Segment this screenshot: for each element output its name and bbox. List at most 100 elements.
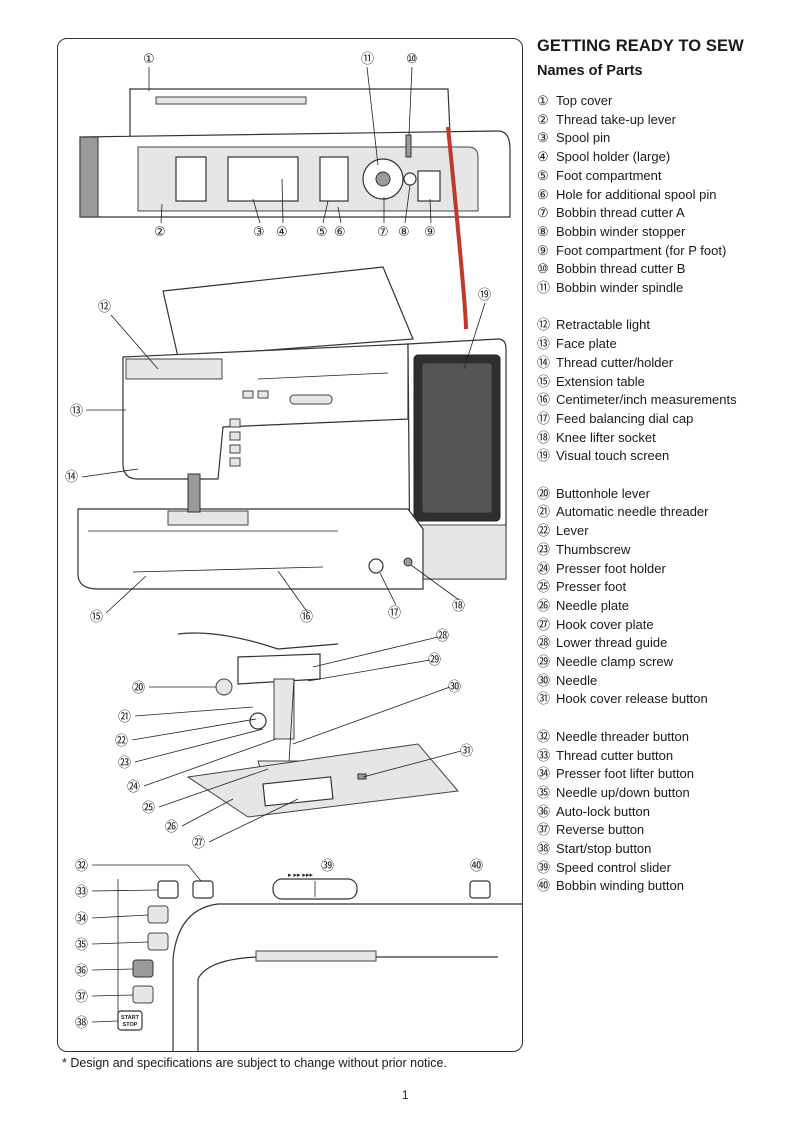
part-number: ㉒ xyxy=(537,523,551,539)
part-name: Bobbin thread cutter A xyxy=(556,205,685,221)
svg-text:㊵: ㊵ xyxy=(470,859,483,874)
part-name: Thread take-up lever xyxy=(556,111,676,127)
part-name: Needle plate xyxy=(556,597,629,613)
part-name: Bobbin winder stopper xyxy=(556,223,686,239)
part-number: ⑤ xyxy=(537,167,549,183)
part-name: Hook cover release button xyxy=(556,691,708,707)
page-title: GETTING READY TO SEW xyxy=(537,37,744,55)
disclaimer-note: * Design and specifications are subject … xyxy=(62,1056,447,1070)
part-number: ㉚ xyxy=(537,672,551,688)
part-number: ㉞ xyxy=(537,766,551,782)
part-number: ㊴ xyxy=(537,859,551,875)
svg-text:㉘: ㉘ xyxy=(436,629,449,644)
part-number: ㉟ xyxy=(537,784,551,800)
svg-text:㉒: ㉒ xyxy=(115,734,128,749)
part-name: Presser foot lifter button xyxy=(556,766,695,782)
list-item: ⑥ Hole for additional spool pin xyxy=(537,186,716,204)
part-name: Foot compartment (for P foot) xyxy=(556,242,727,258)
svg-text:⑥: ⑥ xyxy=(334,225,346,240)
part-number: ㉗ xyxy=(537,616,551,632)
part-number: ㉕ xyxy=(537,579,551,595)
part-name: Needle up/down button xyxy=(556,784,690,800)
part-number: ⑧ xyxy=(537,223,549,239)
svg-text:⑦: ⑦ xyxy=(377,225,389,240)
svg-text:①: ① xyxy=(143,52,155,67)
part-name: Thread cutter button xyxy=(556,747,674,763)
part-number: ㊲ xyxy=(537,822,551,838)
list-item: ㉝ Thread cutter button xyxy=(537,747,673,765)
part-number: ㊳ xyxy=(537,841,551,856)
part-name: Top cover xyxy=(556,93,613,108)
part-name: Extension table xyxy=(556,373,645,389)
part-name: Needle xyxy=(556,672,598,688)
front-view-figure xyxy=(77,126,507,590)
sewing-machine-illustration: ① ⑪ ⑩ ② ③ ④ ⑤ ⑥ ⑦ ⑧ ⑨ xyxy=(65,52,522,1051)
part-name: Presser foot xyxy=(556,579,627,595)
svg-text:④: ④ xyxy=(276,225,288,240)
part-number: ④ xyxy=(537,149,549,165)
part-name: Feed balancing dial cap xyxy=(556,410,694,426)
svg-text:㉑: ㉑ xyxy=(118,710,131,725)
part-number: ⑱ xyxy=(537,429,551,445)
svg-text:㉚: ㉚ xyxy=(448,680,461,695)
svg-text:⑪: ⑪ xyxy=(361,52,374,67)
part-name: Bobbin winding button xyxy=(556,878,684,894)
part-name: Presser foot holder xyxy=(556,560,666,576)
part-number: ㉝ xyxy=(537,747,551,763)
part-number: ⑰ xyxy=(537,410,551,426)
part-number: ⑩ xyxy=(537,261,549,277)
part-name: Hole for additional spool pin xyxy=(556,186,717,202)
part-number: ⑮ xyxy=(537,373,551,389)
svg-text:⑫: ⑫ xyxy=(98,300,111,315)
list-item: ⑰ Feed balancing dial cap xyxy=(537,410,693,428)
list-item: ㉞ Presser foot lifter button xyxy=(537,765,694,783)
list-item: ㉟ Needle up/down button xyxy=(537,784,690,802)
svg-text:㉛: ㉛ xyxy=(460,744,473,759)
svg-text:㉞: ㉞ xyxy=(75,912,88,927)
part-name: Centimeter/inch measurements xyxy=(556,392,737,408)
svg-text:㉟: ㉟ xyxy=(75,938,88,953)
part-name: Automatic needle threader xyxy=(556,504,709,520)
part-name: Spool pin xyxy=(556,130,611,146)
part-name: Auto-lock button xyxy=(556,803,650,819)
part-name: Thread cutter/holder xyxy=(556,354,674,370)
top-view-figure xyxy=(79,88,511,218)
svg-text:㉙: ㉙ xyxy=(428,653,441,668)
part-number: ㉓ xyxy=(537,541,551,557)
part-name: Buttonhole lever xyxy=(556,485,650,501)
svg-text:⑰: ⑰ xyxy=(388,606,401,621)
part-number: ⑦ xyxy=(537,205,549,221)
svg-text:⑯: ⑯ xyxy=(300,610,313,625)
part-name: Spool holder (large) xyxy=(556,149,671,165)
svg-text:▸ ▸▸ ▸▸▸: ▸ ▸▸ ▸▸▸ xyxy=(288,872,313,879)
svg-text:⑨: ⑨ xyxy=(424,225,436,240)
part-name: Bobbin winder spindle xyxy=(556,280,684,295)
part-name: Face plate xyxy=(556,336,617,352)
page-number: 1 xyxy=(402,1090,409,1102)
svg-text:㉜: ㉜ xyxy=(75,859,88,874)
list-item: ㉕ Presser foot xyxy=(537,578,626,596)
part-name: Lower thread guide xyxy=(556,635,668,651)
list-item: ⑧ Bobbin winder stopper xyxy=(537,223,685,241)
list-item: ㉘ Lower thread guide xyxy=(537,634,667,652)
svg-text:㉕: ㉕ xyxy=(142,801,155,816)
part-number: ⑥ xyxy=(537,186,549,202)
svg-text:⑬: ⑬ xyxy=(70,404,83,419)
svg-text:㊲: ㊲ xyxy=(75,990,88,1005)
part-number: ㉘ xyxy=(537,635,551,651)
